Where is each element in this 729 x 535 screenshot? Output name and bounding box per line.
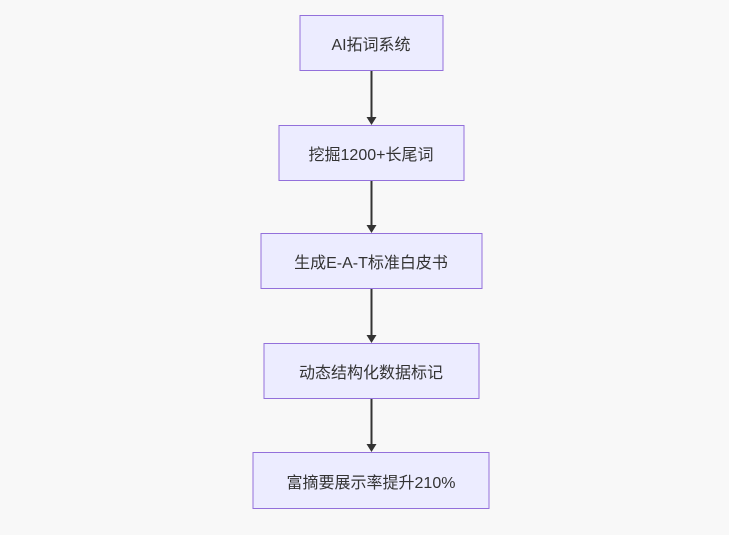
- flow-node-rich-snippet-result: 富摘要展示率提升210%: [252, 452, 490, 509]
- arrow-down-icon: [366, 117, 376, 125]
- arrow-line: [370, 181, 372, 225]
- flow-node-label: 生成E-A-T标准白皮书: [294, 255, 448, 272]
- arrow-down-icon: [366, 225, 376, 233]
- flow-edge-3: [366, 289, 376, 343]
- flow-node-ai-keyword-system: AI拓词系统: [299, 15, 443, 71]
- flow-node-label: AI拓词系统: [331, 37, 411, 54]
- arrow-line: [370, 289, 372, 335]
- flow-edge-1: [366, 71, 376, 125]
- flow-node-label: 富摘要展示率提升210%: [286, 474, 456, 492]
- flow-node-label: 动态结构化数据标记: [298, 365, 443, 382]
- arrow-down-icon: [366, 335, 376, 343]
- arrow-down-icon: [366, 444, 376, 452]
- flow-node-longtail-mining: 挖掘1200+长尾词: [278, 125, 464, 181]
- flow-node-eat-whitepaper: 生成E-A-T标准白皮书: [260, 233, 482, 289]
- flow-edge-4: [366, 399, 376, 452]
- flow-edge-2: [366, 181, 376, 233]
- flowchart-column: AI拓词系统 挖掘1200+长尾词 生成E-A-T标准白皮书 动态结构化数据标记: [252, 15, 490, 509]
- arrow-line: [370, 399, 372, 444]
- arrow-line: [370, 71, 372, 117]
- flow-node-structured-data-markup: 动态结构化数据标记: [263, 343, 479, 399]
- flow-node-label: 挖掘1200+长尾词: [308, 147, 434, 164]
